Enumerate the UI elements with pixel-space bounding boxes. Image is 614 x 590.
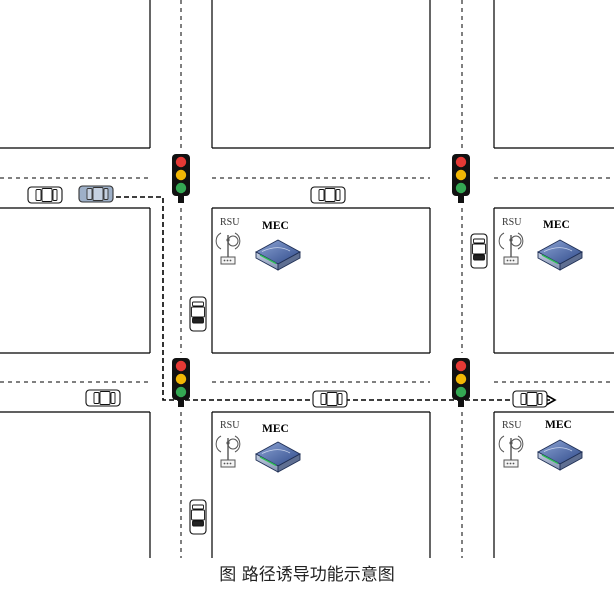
- car-icon: [470, 233, 488, 269]
- mec-label: MEC: [262, 423, 289, 435]
- traffic-light-icon: [172, 358, 190, 407]
- figure-caption: 图 路径诱导功能示意图: [219, 565, 395, 585]
- car-icon: [189, 499, 207, 535]
- traffic-light-icon: [452, 358, 470, 407]
- rsu-label: RSU: [502, 420, 522, 431]
- block-upper-middle: RSU MEC: [215, 217, 301, 271]
- block-lower-right: RSU MEC: [498, 419, 583, 471]
- lane-center-lines: [0, 0, 614, 558]
- block-lower-middle: RSU MEC: [215, 420, 301, 473]
- mec-server-icon: [255, 441, 301, 473]
- mec-label: MEC: [543, 219, 570, 231]
- rsu-antenna-icon: [215, 232, 241, 265]
- rsu-label: RSU: [502, 217, 522, 228]
- car-icon: [310, 186, 346, 204]
- traffic-light-icon: [172, 154, 190, 203]
- car-icon: [189, 296, 207, 332]
- car-icon: [512, 390, 548, 408]
- mec-label: MEC: [262, 220, 289, 232]
- rsu-antenna-icon: [215, 435, 241, 468]
- rsu-antenna-icon: [498, 232, 524, 265]
- traffic-light-icon: [452, 154, 470, 203]
- block-upper-right: RSU MEC: [498, 217, 583, 271]
- car-icon: [85, 389, 121, 407]
- rsu-antenna-icon: [498, 435, 524, 468]
- mec-server-icon: [255, 239, 301, 271]
- mec-server-icon: [537, 239, 583, 271]
- mec-server-icon: [537, 439, 583, 471]
- rsu-label: RSU: [220, 420, 240, 431]
- mec-label: MEC: [545, 419, 572, 431]
- car-icon: [27, 186, 63, 204]
- car-icon: [312, 390, 348, 408]
- road-network-diagram: RSU MEC RSU MEC RSU MEC RSU MEC: [0, 0, 614, 558]
- guided-car-icon: [78, 185, 114, 203]
- guidance-route: [116, 196, 557, 406]
- rsu-label: RSU: [220, 217, 240, 228]
- road-boundaries: [0, 0, 614, 558]
